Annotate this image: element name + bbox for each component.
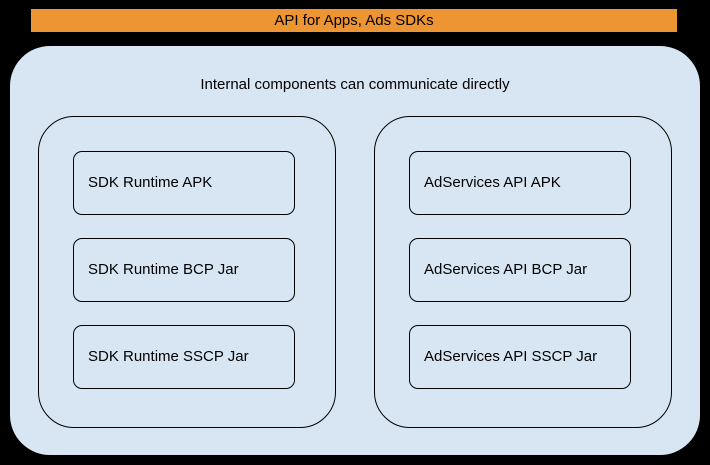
node-label: AdServices API BCP Jar: [424, 260, 588, 278]
node-adservices-api-sscp-jar: AdServices API SSCP Jar: [409, 325, 631, 389]
internal-components-container: Internal components can communicate dire…: [8, 44, 702, 457]
node-label: SDK Runtime SSCP Jar: [88, 347, 249, 365]
node-label: SDK Runtime BCP Jar: [88, 260, 239, 278]
sdk-runtime-group: SDK Runtime APK SDK Runtime BCP Jar SDK …: [38, 116, 336, 428]
node-label: AdServices API APK: [424, 173, 561, 191]
adservices-api-group: AdServices API APK AdServices API BCP Ja…: [374, 116, 672, 428]
container-title: Internal components can communicate dire…: [200, 76, 510, 93]
node-sdk-runtime-apk: SDK Runtime APK: [73, 151, 295, 215]
node-adservices-api-apk: AdServices API APK: [409, 151, 631, 215]
node-sdk-runtime-bcp-jar: SDK Runtime BCP Jar: [73, 238, 295, 302]
groups-row: SDK Runtime APK SDK Runtime BCP Jar SDK …: [10, 116, 700, 428]
node-label: AdServices API SSCP Jar: [424, 347, 598, 365]
node-adservices-api-bcp-jar: AdServices API BCP Jar: [409, 238, 631, 302]
node-label: SDK Runtime APK: [88, 173, 213, 191]
api-banner: API for Apps, Ads SDKs: [30, 8, 678, 33]
node-sdk-runtime-sscp-jar: SDK Runtime SSCP Jar: [73, 325, 295, 389]
api-banner-label: API for Apps, Ads SDKs: [274, 12, 434, 29]
